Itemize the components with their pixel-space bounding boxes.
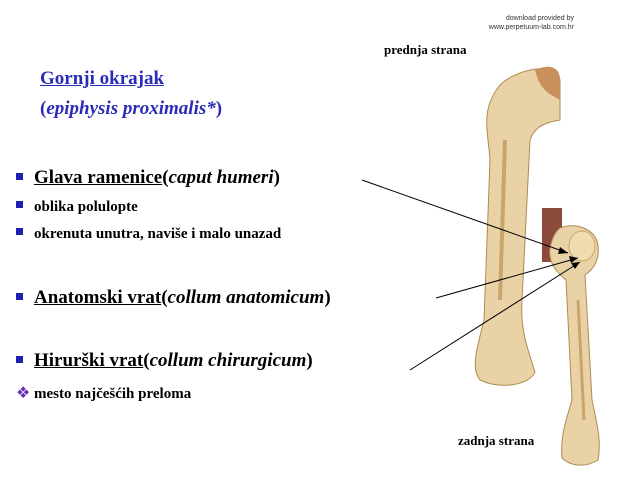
close-paren: ): [306, 350, 313, 371]
open-paren: (: [143, 350, 150, 371]
humerus-front-view: [474, 66, 561, 386]
square-bullet-icon: [16, 228, 23, 235]
term: Glava ramenice: [34, 167, 163, 188]
latin-term: collum anatomicum: [167, 287, 325, 308]
list-item-fracture-site: ❖ mesto najčešćih preloma: [16, 383, 191, 403]
item-text: mesto najčešćih preloma: [34, 386, 192, 402]
open-paren: (: [161, 287, 168, 308]
term: Anatomski vrat: [34, 287, 162, 308]
subtitle-open-paren: (: [40, 98, 47, 119]
open-paren: (: [162, 167, 169, 188]
list-item-shape: oblika polulopte: [16, 199, 138, 216]
square-bullet-icon: [16, 173, 23, 180]
section-title-text: Gornji okrajak: [40, 68, 165, 89]
close-paren: ): [324, 287, 331, 308]
pointer-collum-chirurgicum: [409, 261, 581, 371]
diamond-bullet-icon: ❖: [16, 383, 31, 402]
humerus-back-view: [542, 208, 600, 466]
close-paren: ): [273, 167, 280, 188]
list-item-caput-humeri: Glava ramenice (caput humeri): [16, 167, 280, 189]
latin-term: caput humeri: [168, 167, 274, 188]
pointer-lines: [361, 179, 581, 371]
back-view-label: zadnja strana: [458, 433, 535, 448]
credit-line-1: download provided by: [505, 15, 574, 22]
section-title: Gornji okrajak: [40, 68, 164, 90]
item-text: okrenuta unutra, naviše i malo unazad: [34, 226, 282, 242]
term: Hirurški vrat: [34, 350, 144, 371]
latin-term: collum chirurgicum: [149, 350, 307, 371]
section-subtitle: (epiphysis proximalis*): [40, 98, 222, 120]
pointer-collum-anatomicum: [435, 257, 579, 299]
list-item-collum-anatomicum: Anatomski vrat (collum anatomicum): [16, 287, 331, 309]
square-bullet-icon: [16, 293, 23, 300]
item-text: oblika polulopte: [34, 199, 138, 215]
square-bullet-icon: [16, 201, 23, 208]
subtitle-latin: epiphysis proximalis*: [46, 98, 216, 119]
credit-line-2: www.perpetuum-lab.com.hr: [488, 24, 574, 31]
front-view-label: prednja strana: [384, 42, 467, 57]
square-bullet-icon: [16, 356, 23, 363]
list-item-collum-chirurgicum: Hirurški vrat (collum chirurgicum): [16, 350, 313, 372]
download-credit: download provided by www.perpetuum-lab.c…: [489, 14, 574, 32]
list-item-orientation: okrenuta unutra, naviše i malo unazad: [16, 226, 281, 243]
pointer-caput-humeri: [361, 179, 569, 254]
subtitle-close-paren: ): [215, 98, 223, 119]
